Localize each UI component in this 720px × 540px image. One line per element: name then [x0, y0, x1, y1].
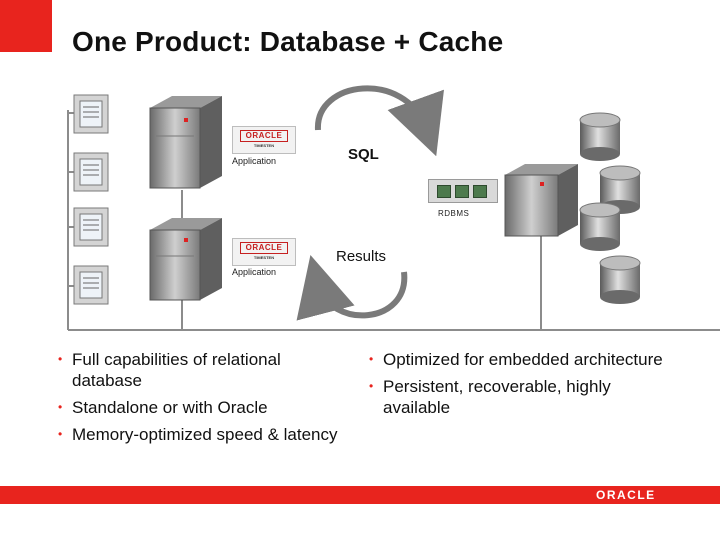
sql-arrow	[314, 85, 444, 157]
database-icon	[579, 112, 621, 161]
red-corner-accent	[0, 0, 52, 52]
bullet-item: Full capabilities of relational database	[58, 349, 348, 391]
results-arrow	[296, 254, 408, 321]
rdbms-box	[428, 179, 498, 203]
timesten-text: TIMESTEN	[253, 143, 275, 148]
timesten-text: TIMESTEN	[253, 255, 275, 260]
oracle-brand-text: ORACLE	[240, 242, 288, 254]
footer-bar	[0, 486, 720, 504]
rdbms-module-icon	[473, 185, 487, 198]
bullet-item: Memory-optimized speed & latency	[58, 424, 348, 445]
database-icon	[579, 202, 621, 251]
database-icon	[599, 255, 641, 304]
client-terminal-icon	[73, 152, 109, 192]
architecture-diagram	[67, 85, 720, 331]
server-icon	[149, 218, 222, 301]
bullet-list-right: Optimized for embedded architecture Pers…	[369, 349, 679, 424]
database-icon	[599, 165, 641, 214]
oracle-timesten-logo: ORACLE TIMESTEN	[232, 126, 296, 154]
rdbms-server-icon	[504, 164, 578, 237]
server-icon	[149, 96, 222, 189]
bullet-item: Optimized for embedded architecture	[369, 349, 679, 370]
oracle-brand-text: ORACLE	[240, 130, 288, 142]
rdbms-label: RDBMS	[438, 209, 470, 218]
client-terminal-icon	[73, 265, 109, 305]
application-label-bottom: Application	[232, 267, 277, 277]
client-terminal-icon	[73, 207, 109, 247]
bullet-item: Persistent, recoverable, highly availabl…	[369, 376, 679, 418]
client-terminal-icon	[73, 94, 109, 134]
slide-title: One Product: Database + Cache	[72, 26, 504, 57]
rdbms-module-icon	[455, 185, 469, 198]
oracle-timesten-logo: ORACLE TIMESTEN	[232, 238, 296, 266]
rdbms-module-icon	[437, 185, 451, 198]
oracle-footer-logo: ORACLE	[596, 488, 656, 502]
results-label: Results	[336, 248, 387, 265]
bullet-item: Standalone or with Oracle	[58, 397, 348, 418]
application-label-top: Application	[232, 156, 277, 166]
bullet-list-left: Full capabilities of relational database…	[58, 349, 348, 451]
sql-label: SQL	[348, 146, 379, 163]
